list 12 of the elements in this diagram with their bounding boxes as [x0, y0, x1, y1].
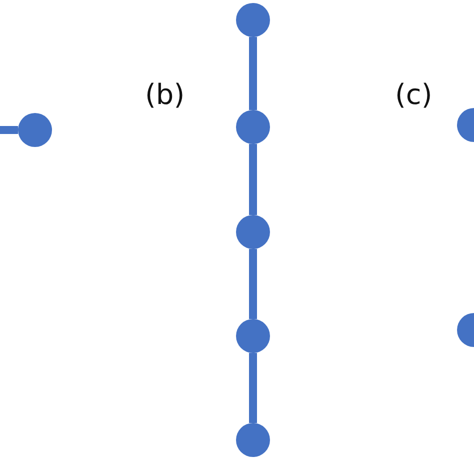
vertex-circle	[236, 110, 270, 144]
connector-line	[249, 249, 257, 319]
vertex-circle	[236, 215, 270, 249]
connector-line	[249, 144, 257, 215]
vertex-circle	[236, 423, 270, 457]
vertex-circle	[18, 113, 52, 147]
connector-line	[0, 126, 18, 134]
panel-label: (b)	[145, 78, 185, 111]
vertex-circle	[236, 3, 270, 37]
connector-line	[249, 37, 257, 110]
panel-label: (c)	[395, 78, 432, 111]
vertex-circle	[236, 319, 270, 353]
